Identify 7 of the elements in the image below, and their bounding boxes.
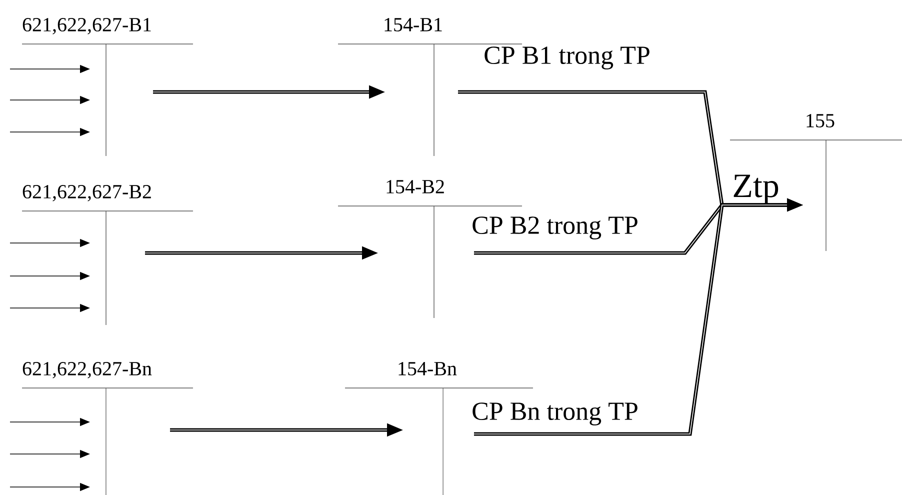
t-account: 621,622,627-B1	[22, 18, 194, 156]
edge-label: CP B1 trong TP	[482, 46, 652, 70]
t-account: 621,622,627-B2	[22, 185, 194, 326]
t-account: 621,622,627-Bn	[22, 362, 194, 495]
edge-label: CP Bn trong TP	[470, 402, 640, 426]
edge-label: CP B2 trong TP	[470, 216, 640, 240]
flow-label: Ztp	[734, 174, 778, 204]
